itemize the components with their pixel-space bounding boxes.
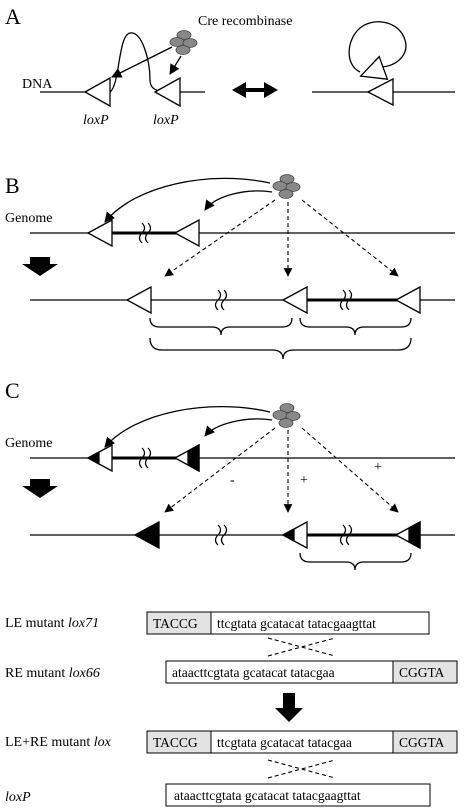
panel-a-loxp-label-right: loxP (153, 113, 179, 128)
le-re-mutant-gray-seq-left: TACCG (153, 735, 198, 750)
le-re-mutant-main-seq: ttcgtata gcatacat tatacgaa (217, 735, 352, 750)
panel-c-brace (299, 552, 412, 571)
panel-c-dashed-arrow-left (164, 427, 276, 513)
panel-a-reversible-arrow (232, 82, 278, 98)
panel-c-lox-double-mutant (133, 520, 160, 550)
panel-a-arrow-to-right-site (169, 55, 182, 75)
le-re-mutant-label: LE+RE mutant lox (5, 735, 112, 750)
panel-b-letter: B (5, 173, 20, 198)
panel-c-genome-label: Genome (5, 436, 52, 451)
panel-b-down-arrow (22, 257, 58, 276)
panel-b-genome-label: Genome (5, 211, 52, 226)
panel-b-lox-bottom-2 (281, 285, 308, 315)
panel-c-dashed-arrow-right (301, 427, 399, 513)
crossover-mark-1 (267, 637, 336, 657)
panel-c-arrow-to-left-lox (104, 406, 271, 448)
panel-b-dashed-arrow-right (301, 199, 399, 277)
panel-a-loxp-site-left (83, 76, 111, 108)
panel-a-loxp-label-left: loxP (83, 113, 109, 128)
sequence-section: LE mutant lox71 TACCG ttcgtata gcatacat … (5, 611, 458, 807)
panel-b: B Genome (5, 173, 455, 360)
re-mutant-main-seq: ataacttcgtata gcatacat tatacgaa (172, 665, 335, 680)
panel-c: C Genome - + + (5, 378, 455, 571)
panel-b-dashed-arrow-left (164, 199, 276, 277)
panel-a-cre-recombinase-icon (169, 30, 198, 55)
panel-a-dna-label: DNA (22, 77, 53, 92)
panel-c-lox-top-left (86, 443, 113, 473)
panel-b-arrow-to-left-lox (104, 177, 271, 223)
sequence-down-arrow (275, 693, 303, 722)
le-mutant-label: LE mutant lox71 (5, 616, 99, 631)
panel-c-down-arrow (22, 479, 58, 498)
panel-b-lox-bottom-3 (394, 285, 421, 315)
loxp-main-seq: ataacttcgtata gcatacat tatacgaagttat (174, 788, 361, 803)
panel-a-arrow-to-left-site (111, 46, 173, 78)
panel-a-remaining-loxp (366, 77, 394, 107)
re-mutant-gray-box (392, 660, 458, 684)
panel-b-lox-bottom-1 (125, 285, 152, 315)
loxp-main-box (165, 783, 431, 807)
panel-c-lox-bottom-2 (281, 520, 308, 550)
panel-b-brace-left (149, 317, 293, 336)
re-mutant-label: RE mutant lox66 (5, 666, 100, 681)
le-mutant-main-box (210, 611, 430, 635)
le-re-mutant-gray-box-right (392, 730, 458, 754)
panel-c-break-mark-top (138, 447, 152, 469)
panel-c-sign-plus-2: + (374, 460, 382, 475)
panel-b-break-mark-bottom-left (214, 289, 228, 311)
le-mutant-main-seq: ttcgtata gcatacat tatacgaagttat (217, 616, 376, 631)
panel-b-lox-top-right (173, 218, 200, 248)
panel-a-excised-circle (348, 21, 407, 80)
panel-c-cre-recombinase-icon (272, 403, 301, 428)
panel-b-arrow-to-right-lox (204, 190, 273, 211)
panel-a-dna-strand (40, 32, 205, 93)
le-re-mutant-gray-seq-right: CGGTA (399, 735, 445, 750)
panel-c-break-mark-bottom-left (214, 524, 228, 546)
panel-c-sign-minus: - (230, 473, 235, 488)
crossover-mark-2 (267, 759, 336, 779)
panel-b-brace-outer (149, 337, 412, 360)
le-mutant-gray-seq: TACCG (153, 616, 198, 631)
panel-a: A DNA loxP loxP Cre recombinase (5, 4, 455, 128)
re-mutant-gray-seq: CGGTA (399, 665, 445, 680)
panel-c-break-mark-bottom-right (339, 524, 353, 546)
panel-b-cre-recombinase-icon (272, 174, 301, 199)
panel-b-brace-right (299, 317, 412, 336)
loxp-label: loxP (5, 790, 31, 805)
panel-b-break-mark-bottom-right (339, 289, 353, 311)
panel-b-break-mark-top (138, 222, 152, 244)
panel-c-lox-bottom-3 (394, 520, 421, 550)
panel-c-letter: C (5, 378, 20, 403)
panel-b-lox-top-left (86, 218, 113, 248)
panel-c-lox-top-right (173, 443, 200, 473)
panel-a-loxp-site-right (153, 76, 181, 108)
panel-c-sign-plus-1: + (300, 473, 308, 488)
panel-c-arrow-to-right-lox (204, 418, 273, 437)
panel-a-cre-label: Cre recombinase (198, 14, 292, 29)
panel-a-letter: A (5, 4, 21, 29)
